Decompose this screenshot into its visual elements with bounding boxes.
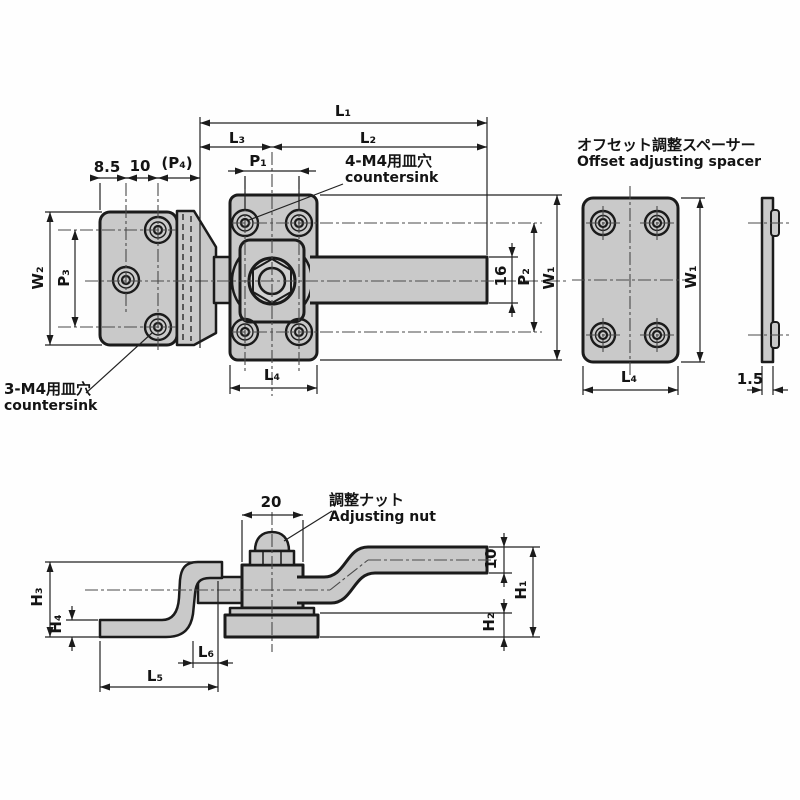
dim-label-L3: L₃ (228, 129, 246, 147)
dim-label-P3: P₃ (55, 269, 73, 287)
dim-label-H2: H₂ (480, 612, 498, 632)
dim-label-W2: W₂ (29, 266, 47, 290)
note-countersink-3-jp: 3-M4用皿穴 (4, 380, 92, 398)
dim-label-W1-spacer: W₁ (682, 265, 700, 289)
note-adjusting-nut-en: Adjusting nut (329, 509, 436, 525)
dim-label-L4-spacer: L₄ (620, 368, 638, 386)
dim-label-L5: L₅ (146, 667, 164, 685)
note-adjusting-nut-jp: 調整ナット (329, 491, 405, 509)
note-countersink-3: 3-M4用皿穴 countersink (4, 380, 97, 415)
arm-top-view (310, 255, 489, 305)
note-countersink-4-en: countersink (345, 170, 439, 186)
side-elevation-view (98, 530, 489, 639)
note-adjusting-nut: 調整ナット Adjusting nut (329, 491, 436, 526)
dim-label-H4: H₄ (47, 614, 65, 634)
dim-label-L1: L₁ (334, 102, 352, 120)
spacer-side-plate (760, 196, 775, 364)
side-view-dimensions (45, 510, 540, 692)
dim-label-H3: H₃ (28, 587, 46, 607)
dim-label-10-plate: 10 (129, 157, 151, 175)
note-spacer-title-jp: オフセット調整スペーサー (577, 136, 756, 154)
arm-side (297, 545, 489, 605)
note-countersink-4-jp: 4-M4用皿穴 (345, 152, 433, 170)
dim-label-10-arm: 10 (482, 548, 500, 570)
dim-label-8-5: 8.5 (93, 158, 121, 176)
note-spacer-title-en: Offset adjusting spacer (577, 154, 762, 170)
leader-adjusting-nut (283, 510, 333, 542)
note-spacer-title: オフセット調整スペーサー Offset adjusting spacer (577, 136, 761, 171)
note-countersink-3-en: countersink (4, 398, 98, 414)
dim-label-W1-main: W₁ (540, 266, 558, 290)
side-view-centerlines (85, 512, 497, 652)
dim-label-16: 16 (492, 265, 510, 287)
dim-label-L6: L₆ (197, 643, 215, 661)
dim-label-20: 20 (260, 493, 282, 511)
note-countersink-4: 4-M4用皿穴 countersink (345, 152, 438, 187)
spacer-dimensions (582, 197, 788, 395)
dim-label-1-5: 1.5 (736, 370, 764, 388)
leader-countersink3 (85, 332, 153, 394)
hinge-knuckle (175, 209, 218, 347)
dim-label-P4: (P₄) (161, 154, 193, 172)
dim-label-L4-main: L₄ (263, 366, 281, 384)
dim-label-H1: H₁ (512, 580, 530, 600)
dim-label-L2: L₂ (359, 129, 377, 147)
leader-countersink4 (248, 183, 344, 221)
dim-label-P2: P₂ (515, 268, 533, 286)
top-view-dimensions (45, 117, 562, 394)
spacer-centerlines (572, 186, 792, 375)
dim-label-P1: P₁ (249, 152, 267, 170)
